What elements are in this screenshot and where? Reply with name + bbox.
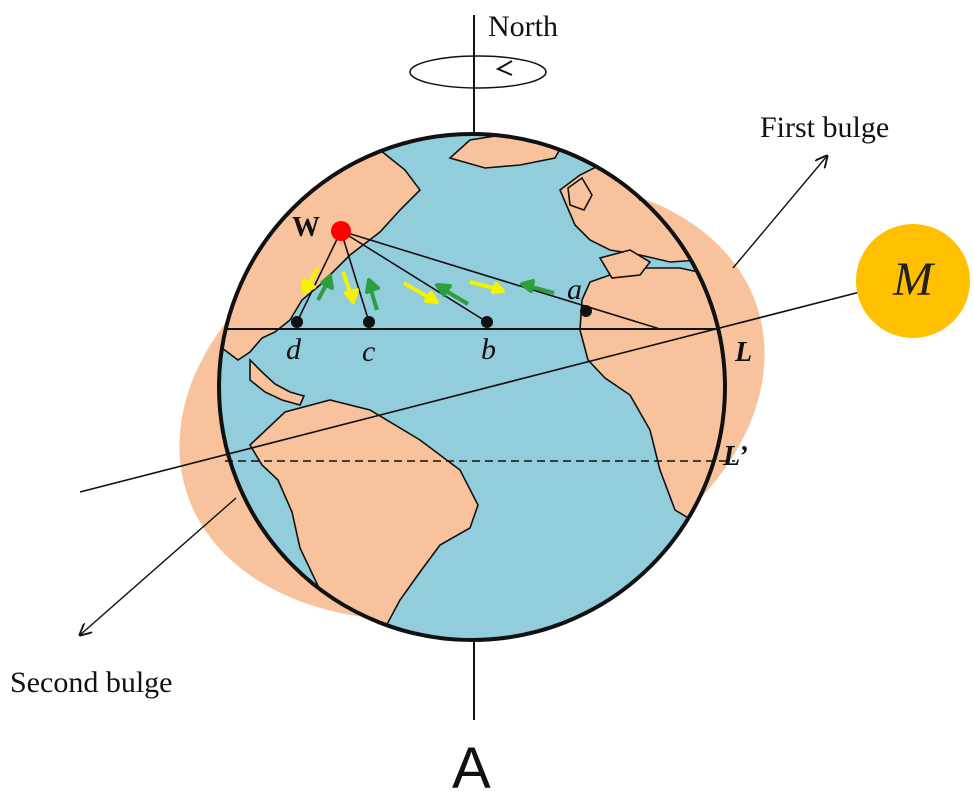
first-bulge-pointer xyxy=(732,156,827,269)
current-arrows xyxy=(302,267,555,311)
green-arrow-a xyxy=(520,279,555,295)
yellow-arrow-d xyxy=(302,267,320,294)
ray-w-c xyxy=(340,230,370,323)
yellow-arrow-a xyxy=(469,280,505,294)
point-a-marker xyxy=(580,305,592,317)
green-arrow-d xyxy=(316,274,334,301)
green-arrow-c xyxy=(365,278,380,311)
point-c-label: c xyxy=(362,335,376,368)
point-d-marker xyxy=(291,316,303,328)
ray-w-a xyxy=(340,230,661,330)
figure-caption: A xyxy=(452,736,491,801)
point-d-label: d xyxy=(286,333,301,366)
station-w-label: W xyxy=(292,212,320,243)
point-a-label: a xyxy=(567,273,582,306)
second-bulge-pointer xyxy=(80,497,237,635)
point-b-marker xyxy=(481,316,493,328)
moon-label: M xyxy=(893,253,933,306)
yellow-arrow-c xyxy=(341,271,359,304)
globe-outline xyxy=(217,132,727,642)
first-bulge-label: First bulge xyxy=(760,111,890,144)
yellow-arrow-b-1 xyxy=(402,281,439,304)
british-isles xyxy=(567,176,593,211)
green-arrow-b xyxy=(435,283,470,306)
earth-moon-line xyxy=(79,291,861,493)
station-rays xyxy=(296,230,661,330)
point-c-marker xyxy=(363,316,375,328)
latitude-l-label: L xyxy=(735,337,753,368)
latitude-l-prime-label: L’ xyxy=(723,441,748,472)
central-america xyxy=(249,358,306,406)
ray-w-b xyxy=(340,230,488,323)
south-america xyxy=(248,399,479,629)
second-bulge-label: Second bulge xyxy=(10,666,173,699)
ray-w-d xyxy=(296,230,342,323)
rotation-direction-arrow xyxy=(495,60,513,76)
rotation-indicator xyxy=(409,55,547,89)
moon xyxy=(856,224,970,338)
iberia xyxy=(598,249,652,279)
point-b-label: b xyxy=(481,333,496,366)
station-w-marker xyxy=(331,221,351,241)
north-label: North xyxy=(488,10,558,43)
